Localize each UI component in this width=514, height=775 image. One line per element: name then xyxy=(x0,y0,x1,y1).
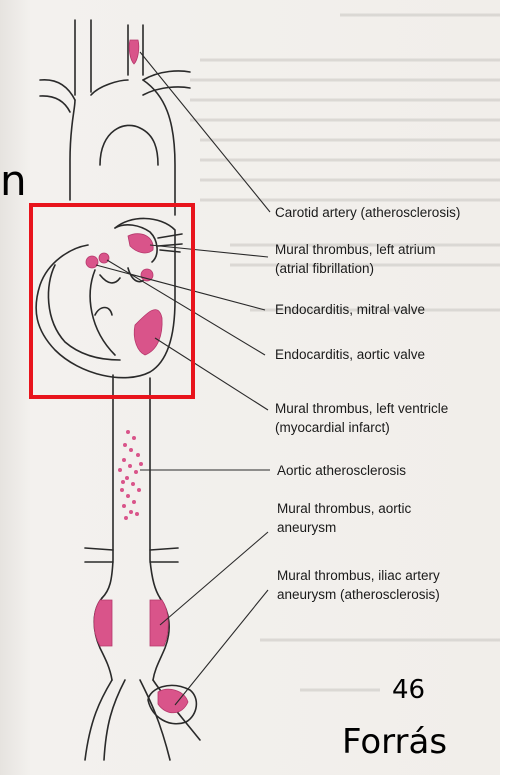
page-right-margin xyxy=(500,0,514,775)
page-number: 46 xyxy=(392,675,425,705)
label-aortic-aneurysm: Mural thrombus, aortic aneurysm xyxy=(277,499,411,537)
source-link[interactable]: Forrás xyxy=(342,722,447,762)
label-left-atrium: Mural thrombus, left atrium (atrial fibr… xyxy=(275,240,436,278)
label-left-ventricle: Mural thrombus, left ventricle (myocardi… xyxy=(275,399,448,437)
label-carotid: Carotid artery (atherosclerosis) xyxy=(275,203,460,222)
label-iliac-artery: Mural thrombus, iliac artery aneurysm (a… xyxy=(277,566,440,604)
label-aortic-valve: Endocarditis, aortic valve xyxy=(275,345,425,364)
overlay-letter-n: n xyxy=(0,160,27,202)
label-aortic-atherosclerosis: Aortic atherosclerosis xyxy=(277,461,406,480)
aortic-aneurysm-thrombus-right xyxy=(150,600,168,646)
label-mitral-valve: Endocarditis, mitral valve xyxy=(275,300,425,319)
highlight-box xyxy=(29,203,195,399)
aortic-aneurysm-thrombus-left xyxy=(94,600,112,646)
